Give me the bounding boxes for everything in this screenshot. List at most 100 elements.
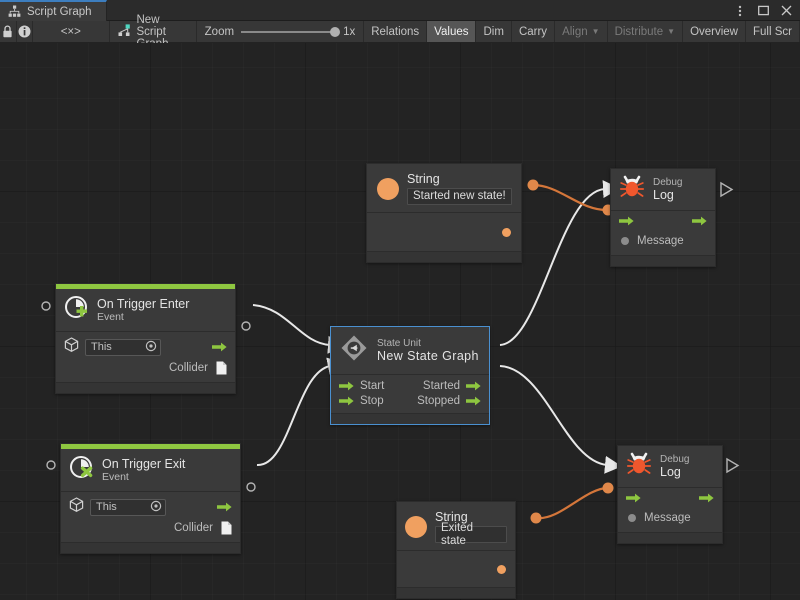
node-body: Message: [618, 488, 722, 532]
unconnected-flow-arrow: [720, 181, 734, 198]
tab-script-graph[interactable]: Script Graph: [0, 0, 107, 21]
code-brackets-icon[interactable]: <×>: [33, 21, 110, 42]
target-row[interactable]: This: [56, 332, 235, 359]
chevron-down-icon: ▼: [667, 26, 676, 36]
node-footer: [397, 587, 515, 599]
node-footer: [618, 532, 722, 543]
toolbar-button-overview[interactable]: Overview: [683, 21, 746, 42]
target-object-field[interactable]: This: [85, 338, 161, 356]
object-picker-icon[interactable]: [145, 340, 157, 355]
stop-stopped-row[interactable]: Stop Stopped: [331, 394, 489, 413]
edge-trigger-enter-to-state-start: [252, 304, 345, 354]
object-picker-icon[interactable]: [150, 500, 162, 515]
edge-endpoint-dot: [602, 482, 614, 494]
info-icon[interactable]: [17, 21, 34, 42]
node-header: On Trigger Enter Event: [56, 289, 235, 332]
flow-output-port[interactable]: [212, 342, 227, 352]
flow-input-port[interactable]: [619, 216, 634, 226]
collider-output-row[interactable]: Collider: [56, 359, 235, 382]
start-flow-input-port[interactable]: [339, 381, 354, 391]
gameobject-cube-icon: [69, 497, 84, 517]
node-debug-log-bottom[interactable]: Debug Log Message: [617, 445, 723, 544]
graph-toolbar: <×> New Script Graph Zoom 1x Relations: [0, 14, 800, 50]
node-body: [397, 551, 515, 588]
flow-output-port[interactable]: [692, 216, 707, 226]
collider-output-row[interactable]: Collider: [61, 519, 240, 542]
node-footer: [61, 542, 240, 553]
toolbar-button-distribute[interactable]: Distribute ▼: [608, 21, 684, 42]
event-accent-bar: [61, 444, 240, 449]
message-input-row[interactable]: Message: [611, 231, 715, 255]
zoom-control[interactable]: Zoom 1x: [197, 21, 365, 42]
lock-icon[interactable]: [0, 21, 17, 42]
flow-input-port[interactable]: [626, 493, 641, 503]
node-subtitle: Debug: [653, 176, 683, 188]
flow-row[interactable]: [618, 488, 722, 508]
start-started-row[interactable]: Start Started: [331, 375, 489, 394]
target-object-value: This: [96, 501, 117, 513]
close-icon[interactable]: [776, 0, 796, 21]
toolbar-button-fullscreen[interactable]: Full Scr: [746, 21, 800, 42]
toolbar-button-carry[interactable]: Carry: [512, 21, 556, 42]
zoom-label: Zoom: [204, 25, 235, 38]
zoom-slider-handle[interactable]: [330, 26, 341, 37]
node-header: Debug Log: [611, 169, 715, 211]
node-subtitle: Event: [102, 471, 129, 484]
graph-canvas[interactable]: String Started new state!: [0, 43, 800, 600]
toolbar-button-relations[interactable]: Relations: [364, 21, 428, 42]
toolbar-button-carry-label: Carry: [518, 25, 548, 38]
value-output-port[interactable]: [497, 564, 506, 574]
flow-row[interactable]: [611, 211, 715, 231]
node-header: On Trigger Exit Event: [61, 449, 240, 492]
string-value-field[interactable]: Started new state!: [407, 188, 512, 206]
node-on-trigger-exit[interactable]: On Trigger Exit Event This: [60, 443, 241, 554]
node-subtitle: Event: [97, 311, 124, 324]
target-row[interactable]: This: [61, 492, 240, 519]
gameobject-cube-icon: [64, 337, 79, 357]
message-input-row[interactable]: Message: [618, 508, 722, 532]
maximize-icon[interactable]: [753, 0, 773, 21]
kebab-menu-icon[interactable]: [730, 0, 750, 21]
node-footer: [611, 255, 715, 266]
value-output-port[interactable]: [502, 227, 511, 237]
collider-label: Collider: [169, 362, 208, 374]
node-title: Log: [660, 465, 681, 480]
started-label: Started: [422, 379, 460, 392]
value-output-row[interactable]: [367, 213, 521, 251]
stop-flow-input-port[interactable]: [339, 396, 354, 406]
node-string-top[interactable]: String Started new state!: [366, 163, 522, 264]
target-object-field[interactable]: This: [90, 498, 166, 516]
node-debug-log-top[interactable]: Debug Log Message: [610, 168, 716, 267]
message-label: Message: [644, 512, 691, 524]
node-title: On Trigger Exit: [102, 456, 186, 471]
node-state-unit[interactable]: State Unit New State Graph Start Started: [330, 326, 490, 425]
started-flow-output-port[interactable]: [466, 381, 481, 391]
node-body: This Collid: [56, 332, 235, 382]
string-value-field[interactable]: Exited state: [435, 522, 507, 547]
graph-name-field[interactable]: New Script Graph: [110, 14, 197, 50]
flow-output-port[interactable]: [217, 502, 232, 512]
flow-output-port[interactable]: [699, 493, 714, 503]
tab-label: Script Graph: [27, 5, 92, 18]
toolbar-button-align[interactable]: Align ▼: [555, 21, 608, 42]
message-input-port[interactable]: [621, 237, 629, 245]
collider-doc-icon: [221, 521, 232, 535]
stopped-flow-output-port[interactable]: [466, 396, 481, 406]
window-titlebar: Script Graph: [0, 0, 800, 21]
node-on-trigger-enter[interactable]: On Trigger Enter Event This: [55, 283, 236, 394]
toolbar-button-values[interactable]: Values: [427, 21, 477, 42]
stop-label: Stop: [360, 395, 384, 407]
chevron-down-icon: ▼: [591, 26, 600, 36]
toolbar-button-relations-label: Relations: [371, 25, 420, 38]
node-header: String Exited state: [397, 502, 515, 552]
toolbar-button-dim[interactable]: Dim: [476, 21, 512, 42]
node-string-bottom[interactable]: String Exited state: [396, 501, 516, 600]
string-value-text: Started new state!: [413, 190, 506, 203]
start-label: Start: [360, 379, 385, 392]
bug-icon: [619, 175, 645, 204]
zoom-slider[interactable]: [241, 26, 341, 37]
value-output-row[interactable]: [397, 551, 515, 587]
node-footer: [367, 251, 521, 263]
edge-string-top-to-message: [532, 183, 609, 212]
message-input-port[interactable]: [628, 514, 636, 522]
